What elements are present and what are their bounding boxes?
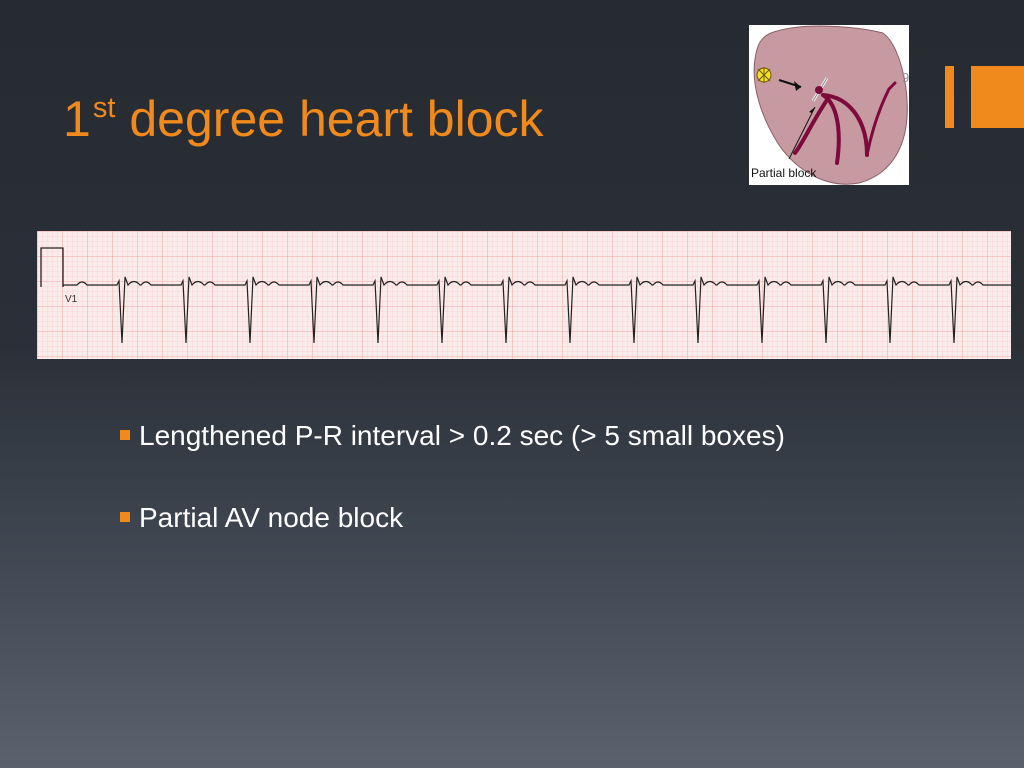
bullet-item: Partial AV node block xyxy=(117,500,837,536)
slide-title: 1st degree heart block xyxy=(63,76,544,151)
label-pointer xyxy=(788,106,816,160)
av-node xyxy=(815,86,823,94)
title-prefix: 1 xyxy=(63,91,91,147)
bundle-branches xyxy=(793,93,869,165)
slide-number: 9 xyxy=(902,70,910,85)
bullet-item: Lengthened P-R interval > 0.2 sec (> 5 s… xyxy=(117,418,837,454)
title-text: degree heart block xyxy=(129,91,544,147)
bullet-marker xyxy=(120,430,130,440)
bullet-text: Lengthened P-R interval > 0.2 sec (> 5 s… xyxy=(139,420,785,451)
ecg-strip: V1 xyxy=(37,231,1011,359)
lead-label: V1 xyxy=(65,294,78,305)
accent-bar xyxy=(945,66,954,128)
bullet-list: Lengthened P-R interval > 0.2 sec (> 5 s… xyxy=(117,418,837,582)
accent-block xyxy=(971,66,1024,128)
bullet-text: Partial AV node block xyxy=(139,502,404,533)
bullet-marker xyxy=(120,512,130,522)
heart-conduction-diagram: Partial block xyxy=(749,25,909,185)
title-superscript: st xyxy=(92,92,116,124)
ecg-trace xyxy=(63,276,1011,344)
calibration-pulse xyxy=(40,247,64,287)
ecg-grid xyxy=(37,231,1011,359)
partial-block-label: Partial block xyxy=(751,166,817,180)
